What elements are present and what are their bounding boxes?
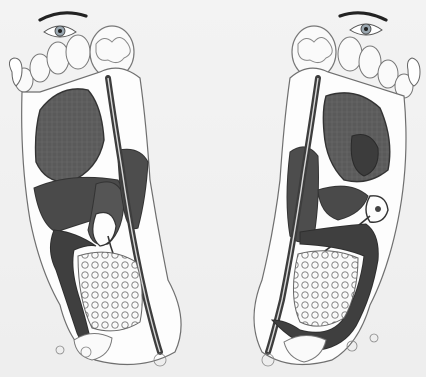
- right-eye-icon: [350, 24, 382, 35]
- right-eyebrow: [340, 13, 386, 20]
- right-foot: [254, 13, 420, 366]
- left-foot: [9, 13, 181, 366]
- left-eye-icon: [44, 26, 76, 37]
- left-intestines-icon: [78, 252, 142, 331]
- left-eyebrow: [40, 13, 86, 20]
